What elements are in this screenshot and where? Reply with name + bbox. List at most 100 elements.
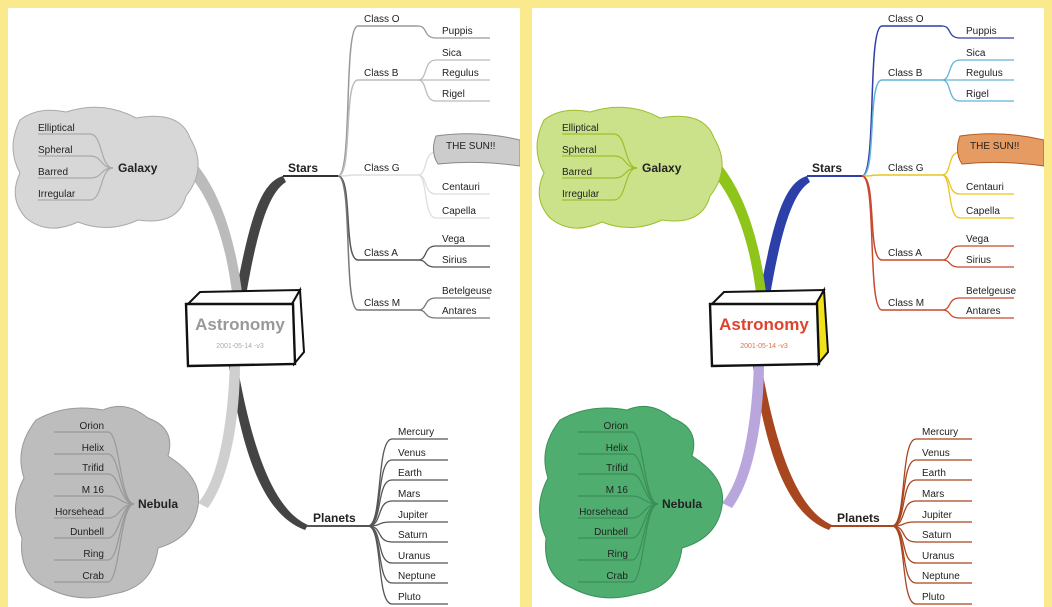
planet-name: Jupiter: [398, 510, 429, 521]
center-box-front: [184, 302, 297, 368]
star-connector: [417, 259, 437, 268]
star-name: Regulus: [966, 68, 1003, 79]
planet-name: Earth: [922, 468, 946, 479]
planet-name: Uranus: [398, 551, 430, 562]
star-class-label: Class M: [888, 298, 924, 309]
class-connector: [337, 174, 359, 177]
star-name: Puppis: [442, 26, 473, 37]
sun-cloud: [432, 133, 520, 167]
planet-name: Saturn: [922, 530, 951, 541]
center-box-front: [708, 302, 821, 368]
planets-label: Planets: [313, 511, 356, 525]
galaxy-type: Irregular: [38, 189, 76, 200]
nebula-connector: [107, 453, 135, 505]
star-class-label: Class O: [888, 14, 924, 25]
nebula-connector: [631, 503, 659, 583]
planet-name: Neptune: [398, 571, 436, 582]
center-subtitle: 2001-05-14 -v3: [216, 343, 264, 350]
star-connector: [417, 25, 437, 39]
planet-connector: [367, 459, 393, 527]
planets-label: Planets: [837, 511, 880, 525]
star-name: Sica: [966, 48, 986, 59]
star-class-label: Class G: [364, 163, 400, 174]
galaxy-connector: [613, 167, 638, 201]
star-class-label: Class G: [888, 163, 924, 174]
class-connector: [337, 25, 359, 177]
star-connector: [417, 174, 437, 219]
planet-connector: [367, 525, 393, 605]
nebula-name: Crab: [82, 571, 104, 582]
planet-connector: [367, 479, 393, 527]
center-box-top: [709, 288, 826, 305]
nebula-name: M 16: [82, 485, 105, 496]
class-connector: [861, 175, 883, 311]
planet-name: Pluto: [922, 592, 945, 603]
planet-connector: [891, 459, 917, 527]
star-class-label: Class A: [364, 248, 398, 259]
center-title: Astronomy: [719, 315, 809, 334]
class-connector: [861, 79, 883, 177]
galaxy-type: Elliptical: [562, 123, 599, 134]
star-connector: [941, 25, 961, 39]
planet-name: Earth: [398, 468, 422, 479]
galaxy-connector: [613, 133, 638, 169]
star-class-label: Class O: [364, 14, 400, 25]
star-connector: [941, 79, 961, 102]
planet-name: Neptune: [922, 571, 960, 582]
star-name: Vega: [966, 234, 989, 245]
star-name: Betelgeuse: [966, 286, 1016, 297]
planet-name: Jupiter: [922, 510, 953, 521]
nebula-trunk: [198, 363, 240, 508]
nebula-name: Orion: [604, 421, 628, 432]
class-connector: [337, 175, 359, 311]
star-class-label: Class A: [888, 248, 922, 259]
star-name: Centauri: [966, 182, 1004, 193]
galaxy-type: Barred: [38, 167, 68, 178]
nebula-name: Crab: [606, 571, 628, 582]
class-connector: [861, 174, 883, 177]
galaxy-label: Galaxy: [118, 161, 158, 175]
star-connector: [941, 59, 961, 81]
star-connector: [417, 297, 437, 311]
nebula-connector: [631, 473, 659, 505]
star-name: Sica: [442, 48, 462, 59]
galaxy-label: Galaxy: [642, 161, 682, 175]
star-name: Rigel: [442, 89, 465, 100]
planets-trunk: [228, 358, 308, 530]
stars-trunk: [233, 176, 286, 308]
star-connector: [941, 151, 961, 176]
sun-cloud: [956, 133, 1044, 167]
star-connector: [941, 174, 961, 195]
star-connector: [417, 59, 437, 81]
star-name: Capella: [966, 206, 1000, 217]
star-connector: [417, 309, 437, 319]
nebula-name: Horsehead: [55, 507, 104, 518]
planet-name: Mercury: [398, 427, 434, 438]
star-connector: [417, 174, 437, 195]
star-name: THE SUN!!: [446, 141, 495, 152]
nebula-trunk: [722, 363, 764, 508]
nebula-name: Helix: [82, 443, 104, 454]
star-connector: [941, 174, 961, 219]
star-name: Betelgeuse: [442, 286, 492, 297]
planet-name: Pluto: [398, 592, 421, 603]
center-box-top: [185, 288, 302, 305]
nebula-name: Trifid: [82, 463, 104, 474]
star-class-label: Class B: [888, 68, 923, 79]
nebula-name: Ring: [83, 549, 104, 560]
planet-name: Venus: [922, 448, 950, 459]
planet-name: Saturn: [398, 530, 427, 541]
stars-label: Stars: [288, 161, 318, 175]
star-name: Centauri: [442, 182, 480, 193]
galaxy-type: Irregular: [562, 189, 600, 200]
class-connector: [337, 79, 359, 177]
planet-connector: [891, 525, 917, 605]
center-title: Astronomy: [195, 315, 285, 334]
nebula-label: Nebula: [138, 497, 178, 511]
planet-name: Venus: [398, 448, 426, 459]
galaxy-type: Elliptical: [38, 123, 75, 134]
